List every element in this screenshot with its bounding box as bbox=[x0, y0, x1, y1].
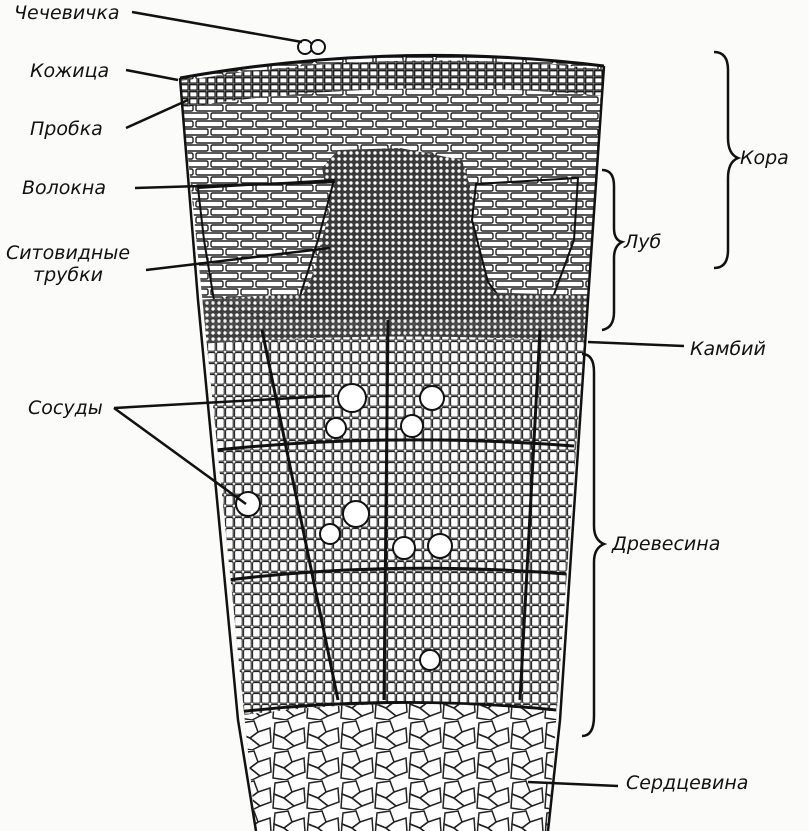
label-lenticel: Чечевичка bbox=[14, 2, 120, 24]
label-sieve-tubes: Ситовидные трубки bbox=[0, 242, 138, 286]
label-bark: Кора bbox=[740, 147, 789, 169]
lenticel-bump bbox=[297, 39, 326, 55]
label-sieve-tubes-line1: Ситовидные bbox=[5, 242, 131, 264]
label-cork: Пробка bbox=[30, 118, 103, 140]
brackets bbox=[581, 50, 742, 738]
label-sieve-tubes-line2: трубки bbox=[33, 264, 103, 286]
label-fibers: Волокна bbox=[22, 177, 106, 199]
label-wood: Древесина bbox=[612, 533, 721, 555]
leader-lines bbox=[113, 10, 685, 788]
label-cambium: Камбий bbox=[690, 338, 766, 360]
label-phloem: Луб bbox=[624, 231, 662, 253]
label-pith: Сердцевина bbox=[626, 772, 749, 794]
stem-tissues bbox=[180, 55, 604, 831]
label-epidermis: Кожица bbox=[30, 60, 110, 82]
label-vessels: Сосуды bbox=[28, 397, 103, 419]
